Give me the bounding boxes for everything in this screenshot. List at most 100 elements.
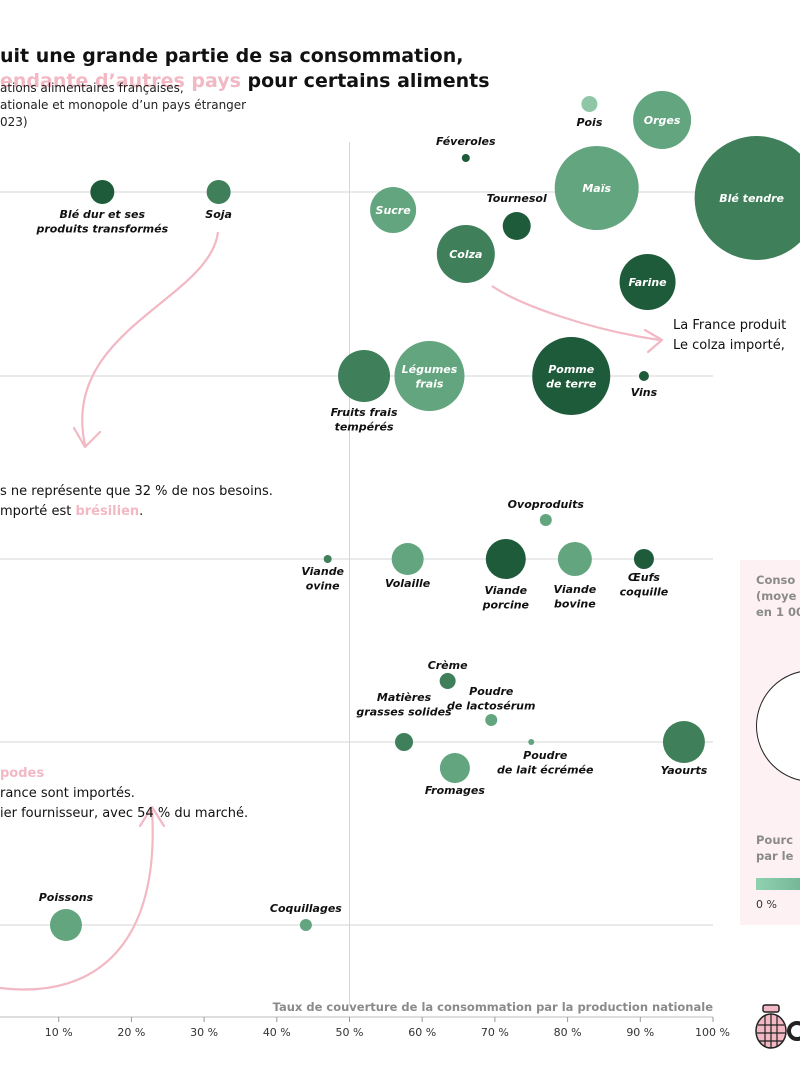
- bubble: [439, 673, 456, 689]
- bubble-label: Poissons: [39, 891, 94, 904]
- subtitle-line-3: 023): [0, 115, 28, 129]
- annotation-soja-line-2: mporté est brésilien.: [0, 502, 273, 522]
- bubble: [338, 350, 391, 402]
- bubble-label: Pois: [576, 116, 602, 129]
- bubble-label: Ovoproduits: [508, 498, 585, 511]
- bubble-label: Colza: [449, 248, 482, 261]
- x-tick-label: 100 %: [695, 1026, 730, 1039]
- bubble-label: Fromages: [425, 784, 486, 797]
- subtitle-line-2: ationale et monopole d’un pays étranger: [0, 98, 247, 112]
- bubble: [619, 254, 676, 310]
- x-tick-label: 80 %: [554, 1026, 582, 1039]
- legend-color-title: Pourc par le: [756, 832, 800, 864]
- bubble: [436, 225, 495, 283]
- bubble: [90, 180, 115, 204]
- chart-title: uit une grande partie de sa consommation…: [0, 44, 490, 94]
- legend-title-line-3: en 1 00: [756, 605, 800, 619]
- x-tick-label: 90 %: [626, 1026, 654, 1039]
- title-highlight: endante d’autres pays: [0, 70, 241, 92]
- bubble: [638, 371, 649, 381]
- bubble: [439, 753, 470, 783]
- x-axis-ticks: 10 %20 %30 %40 %50 %60 %70 %80 %90 %100 …: [0, 1016, 730, 1039]
- grenade-logo-icon: [755, 1004, 800, 1049]
- bubble-label: Volaille: [385, 577, 431, 590]
- bubble: [323, 555, 332, 563]
- bubble-label: Coquillages: [270, 902, 342, 915]
- bubble: [633, 91, 692, 149]
- bubble: [694, 136, 800, 260]
- x-tick-label: 40 %: [263, 1026, 291, 1039]
- bubble-label: Farine: [628, 276, 667, 289]
- annotation-colza-line-2: Le colza importé,: [673, 338, 785, 353]
- annotation-poissons-line-2: ier fournisseur, avec 54 % du marché.: [0, 806, 249, 821]
- x-tick-label: 50 %: [336, 1026, 364, 1039]
- bubble: [557, 542, 592, 576]
- annotation-arrows: [0, 231, 664, 991]
- poissons-arrow: [0, 809, 154, 991]
- colza-arrowhead: [643, 328, 664, 354]
- bubble: [539, 514, 552, 526]
- legend-size-circle: [756, 670, 800, 782]
- legend-panel: Conso (moye en 1 00 Pourc par le 0 %: [740, 560, 800, 925]
- x-tick-label: 10 %: [45, 1026, 73, 1039]
- title-line-1: uit une grande partie de sa consommation…: [0, 45, 464, 67]
- legend-title-line-1: Conso: [756, 573, 796, 587]
- colza-arrow: [491, 285, 661, 342]
- bubble-label: Yaourts: [661, 764, 708, 777]
- legend-title-line-2: (moye: [756, 589, 797, 603]
- bubble: [485, 539, 526, 579]
- bubble: [662, 721, 705, 763]
- bubble: [554, 146, 639, 230]
- subtitle-line-1: ations alimentaires françaises,: [0, 81, 184, 95]
- soja-arrowhead: [72, 426, 102, 449]
- annotation-soja: s ne représente que 32 % de nos besoins.…: [0, 482, 273, 522]
- bubble: [461, 154, 470, 162]
- bubble-label: Blé tendre: [719, 192, 784, 205]
- bubble: [532, 337, 611, 415]
- legend-scale-min: 0 %: [756, 898, 777, 911]
- x-tick-label: 70 %: [481, 1026, 509, 1039]
- legend-color-gradient: [756, 878, 800, 890]
- annotation-poissons-line-1: rance sont importés.: [0, 786, 135, 801]
- bubble-label: Orges: [644, 114, 681, 127]
- bubble: [206, 180, 231, 204]
- bubble: [49, 909, 82, 941]
- annotation-soja-line-2-a: mporté est: [0, 504, 76, 519]
- bubble: [485, 714, 498, 726]
- bubble: [581, 96, 598, 112]
- soja-arrow: [81, 231, 220, 446]
- bubble: [299, 919, 312, 931]
- bubble: [394, 341, 465, 411]
- bubble-label: Féveroles: [436, 135, 496, 148]
- x-tick-label: 60 %: [408, 1026, 436, 1039]
- legend-color-title-line-1: Pourc: [756, 833, 794, 847]
- bubble-label: Vins: [631, 386, 658, 399]
- annotation-soja-highlight: brésilien: [75, 504, 140, 519]
- bubble: [502, 212, 531, 240]
- annotation-colza: La France produit Le colza importé,: [673, 316, 786, 356]
- legend-color-title-line-2: par le: [756, 849, 794, 863]
- bubble-label: Sucre: [376, 204, 412, 217]
- bubble-label: Crème: [428, 659, 468, 672]
- annotation-colza-line-1: La France produit: [673, 318, 787, 333]
- bubble: [370, 187, 417, 233]
- x-tick-label: 30 %: [190, 1026, 218, 1039]
- bubble: [633, 549, 654, 569]
- grid-lines: [0, 142, 713, 1005]
- annotation-soja-line-2-b: .: [139, 504, 144, 519]
- bubble: [528, 739, 535, 745]
- x-axis-title: Taux de couverture de la consommation pa…: [273, 1000, 714, 1014]
